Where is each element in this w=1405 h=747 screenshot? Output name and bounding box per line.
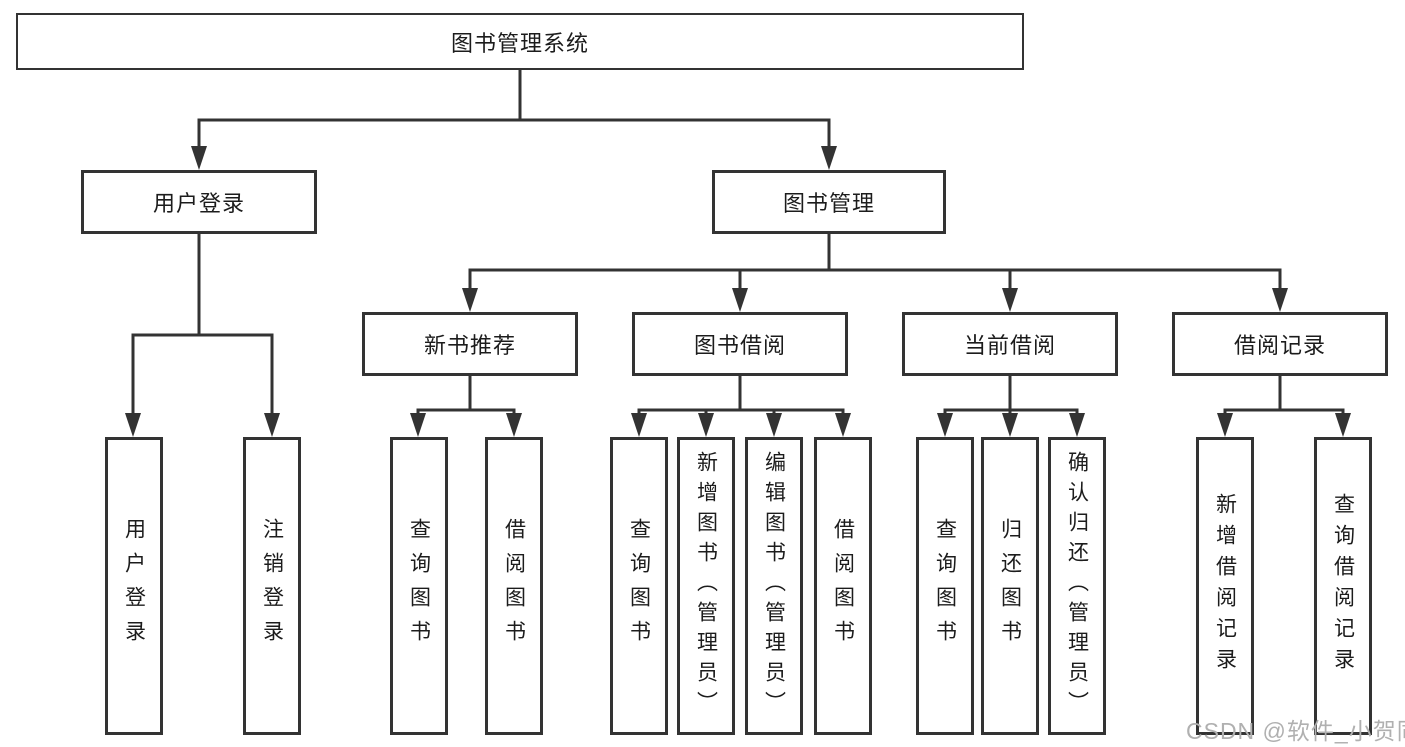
node-query-borrow-record: 查询借阅记录 — [1314, 437, 1372, 735]
node-borrowing-records: 借阅记录 — [1172, 312, 1388, 376]
wire-current-children — [937, 376, 1085, 437]
wire-book-management-level3 — [462, 234, 1288, 312]
node-label: 图书借阅 — [693, 333, 786, 358]
node-logout-leaf: 注销登录 — [243, 437, 301, 735]
node-user-login-leaf: 用户登录 — [105, 437, 163, 735]
node-book-borrowing: 图书借阅 — [632, 312, 848, 376]
node-label: 当前借阅 — [963, 333, 1056, 358]
node-label: 新增借阅记录 — [1213, 493, 1237, 679]
node-label: 注销登录 — [260, 518, 284, 654]
node-label: 归还图书 — [998, 518, 1022, 654]
node-label: 查询图书 — [933, 518, 957, 654]
node-label: 新增图书（管理员） — [694, 451, 718, 721]
node-query-books-current: 查询图书 — [916, 437, 974, 735]
node-label: 图书管理系统 — [450, 30, 589, 56]
wire-records-children — [1217, 376, 1351, 437]
node-book-management: 图书管理 — [712, 170, 946, 234]
node-label: 借阅图书 — [502, 518, 526, 654]
node-label: 借阅图书 — [831, 518, 855, 654]
wire-user-login-children — [125, 234, 280, 437]
node-borrow-books-recommend: 借阅图书 — [485, 437, 543, 735]
node-confirm-return-admin: 确认归还（管理员） — [1048, 437, 1106, 735]
node-edit-books-admin: 编辑图书（管理员） — [745, 437, 803, 735]
node-label: 借阅记录 — [1233, 333, 1326, 358]
node-label: 确认归还（管理员） — [1065, 451, 1089, 721]
node-query-books-borrowing: 查询图书 — [610, 437, 668, 735]
node-new-book-recommendation: 新书推荐 — [362, 312, 578, 376]
wire-borrowing-children — [631, 376, 851, 437]
wire-recommendation-children — [410, 376, 522, 437]
node-label: 编辑图书（管理员） — [762, 451, 786, 721]
wire-root-to-level2 — [191, 70, 837, 170]
node-label: 查询图书 — [407, 518, 431, 654]
node-label: 用户登录 — [122, 518, 146, 654]
node-label: 查询借阅记录 — [1331, 493, 1355, 679]
node-label: 新书推荐 — [423, 333, 516, 358]
node-add-borrow-record: 新增借阅记录 — [1196, 437, 1254, 735]
node-library-management-system: 图书管理系统 — [16, 13, 1024, 70]
node-label: 图书管理 — [782, 191, 875, 216]
node-return-books: 归还图书 — [981, 437, 1039, 735]
node-borrow-books-borrowing: 借阅图书 — [814, 437, 872, 735]
node-current-borrowing: 当前借阅 — [902, 312, 1118, 376]
node-label: 用户登录 — [152, 191, 245, 216]
node-add-books-admin: 新增图书（管理员） — [677, 437, 735, 735]
watermark: CSDN @软件_小贺同学 — [1186, 718, 1405, 744]
node-user-login: 用户登录 — [81, 170, 317, 234]
node-query-books-recommend: 查询图书 — [390, 437, 448, 735]
node-label: 查询图书 — [627, 518, 651, 654]
